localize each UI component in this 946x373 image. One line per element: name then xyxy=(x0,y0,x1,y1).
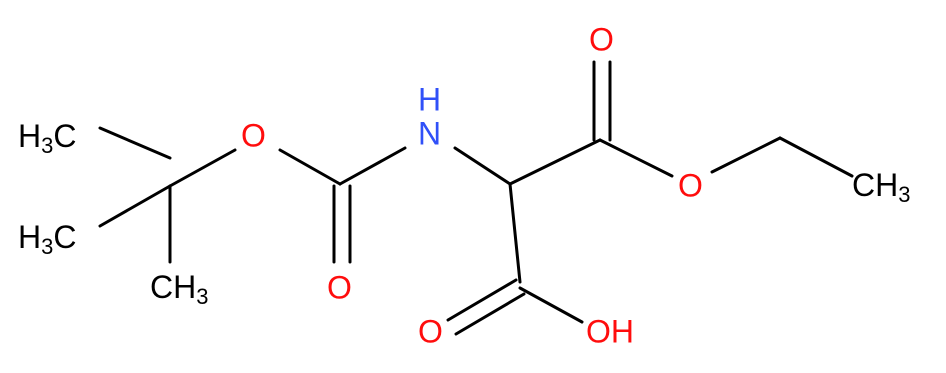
atom-ch3-ethyl: CH3 xyxy=(852,167,910,206)
atom-ch3-bottom: CH3 xyxy=(150,269,208,308)
bond-ethyl-ch2-ch3 xyxy=(778,136,854,178)
bond-c-n xyxy=(338,146,407,186)
atom-h3c-top: H3C xyxy=(18,118,76,157)
bond-methyl-top xyxy=(98,126,172,160)
bond-alpha-c-ester-c xyxy=(508,138,602,186)
atom-o-boc-ester: O xyxy=(241,117,266,153)
bond-acid-c-oh xyxy=(518,286,584,324)
atom-labels: H3C H3C CH3 O O H N O O CH3 O OH xyxy=(18,21,910,349)
bond-acid-double-b xyxy=(454,292,526,336)
bond-o-carbonyl-c xyxy=(278,148,342,186)
bonds xyxy=(98,60,854,336)
bond-quaternary-c-o xyxy=(168,148,237,188)
atom-o-boc-carbonyl: O xyxy=(327,269,352,305)
bond-ester-c-o-single xyxy=(598,138,674,178)
bond-methyl-mid xyxy=(98,184,172,228)
atom-oh: OH xyxy=(586,313,634,349)
atom-o-acid-carbonyl: O xyxy=(418,313,443,349)
bond-alpha-c-acid-c xyxy=(508,182,522,284)
atom-h3c-middle: H3C xyxy=(18,219,76,258)
bond-o-ethyl-ch2 xyxy=(710,136,782,174)
atom-n: N xyxy=(418,115,441,151)
atom-o-ester-carbonyl: O xyxy=(589,21,614,57)
atom-h-of-nh: H xyxy=(418,81,441,117)
bond-n-alpha-c xyxy=(453,146,512,186)
atom-o-ethyl-ester: O xyxy=(678,167,703,203)
bond-acid-double-a xyxy=(446,278,518,322)
